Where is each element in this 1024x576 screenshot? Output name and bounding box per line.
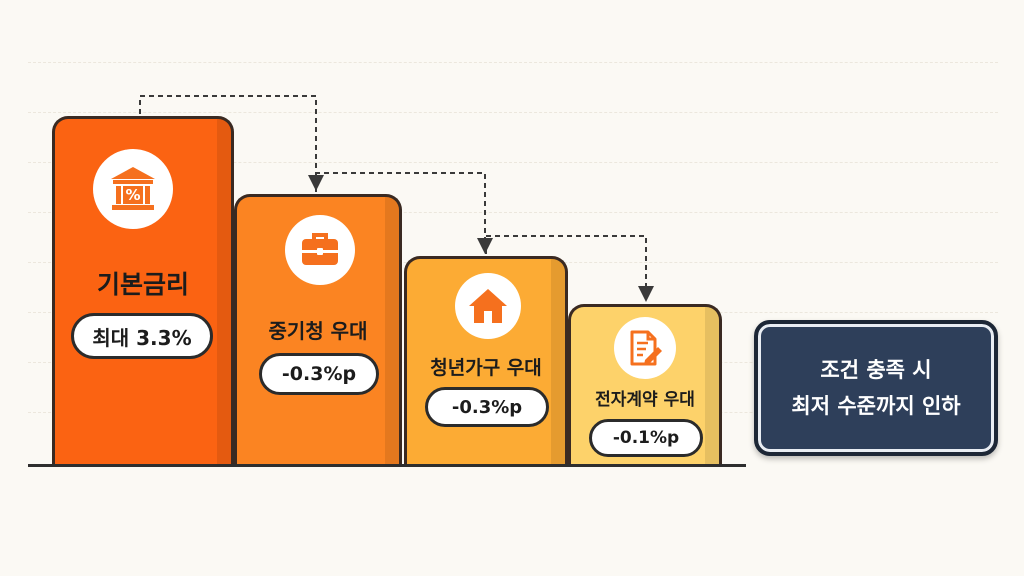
- step-title: 기본금리: [96, 270, 189, 299]
- summary-note-box: 조건 충족 시 최저 수준까지 인하: [754, 320, 998, 456]
- step-bar-base-rate: % 기본금리 최대 3.3%: [52, 116, 234, 464]
- bank-percent-icon: %: [93, 149, 173, 229]
- connector-arrow: [485, 235, 654, 302]
- step-title: 전자계약 우대: [595, 390, 695, 410]
- briefcase-icon: [285, 215, 355, 285]
- gridline: [28, 112, 998, 113]
- bar-shade: [385, 197, 399, 464]
- gridline: [28, 212, 998, 213]
- connector-arrow: [315, 172, 493, 254]
- step-title: 청년가구 우대: [430, 357, 542, 379]
- step-bar-e-contract-preference: 전자계약 우대 -0.1%p: [568, 304, 722, 464]
- house-icon: [455, 273, 521, 339]
- gridline: [28, 62, 998, 63]
- connector-arrow: [139, 95, 324, 191]
- baseline: [28, 464, 746, 467]
- bar-shade: [551, 259, 565, 464]
- step-value-pill: -0.3%p: [425, 387, 549, 427]
- step-bar-youth-household-preference: 청년가구 우대 -0.3%p: [404, 256, 568, 464]
- svg-text:%: %: [125, 186, 140, 204]
- gridline: [28, 162, 998, 163]
- step-value-pill: 최대 3.3%: [71, 313, 213, 359]
- bar-shade: [705, 307, 719, 464]
- step-value-pill: -0.3%p: [259, 353, 379, 395]
- summary-note-line: 조건 충족 시: [820, 358, 932, 382]
- bar-shade: [217, 119, 231, 464]
- step-title: 중기청 우대: [268, 319, 368, 343]
- step-value-pill: -0.1%p: [589, 419, 703, 457]
- step-bar-sme-preference: 중기청 우대 -0.3%p: [234, 194, 402, 464]
- document-pen-icon: [614, 317, 676, 379]
- summary-note-line: 최저 수준까지 인하: [791, 394, 961, 418]
